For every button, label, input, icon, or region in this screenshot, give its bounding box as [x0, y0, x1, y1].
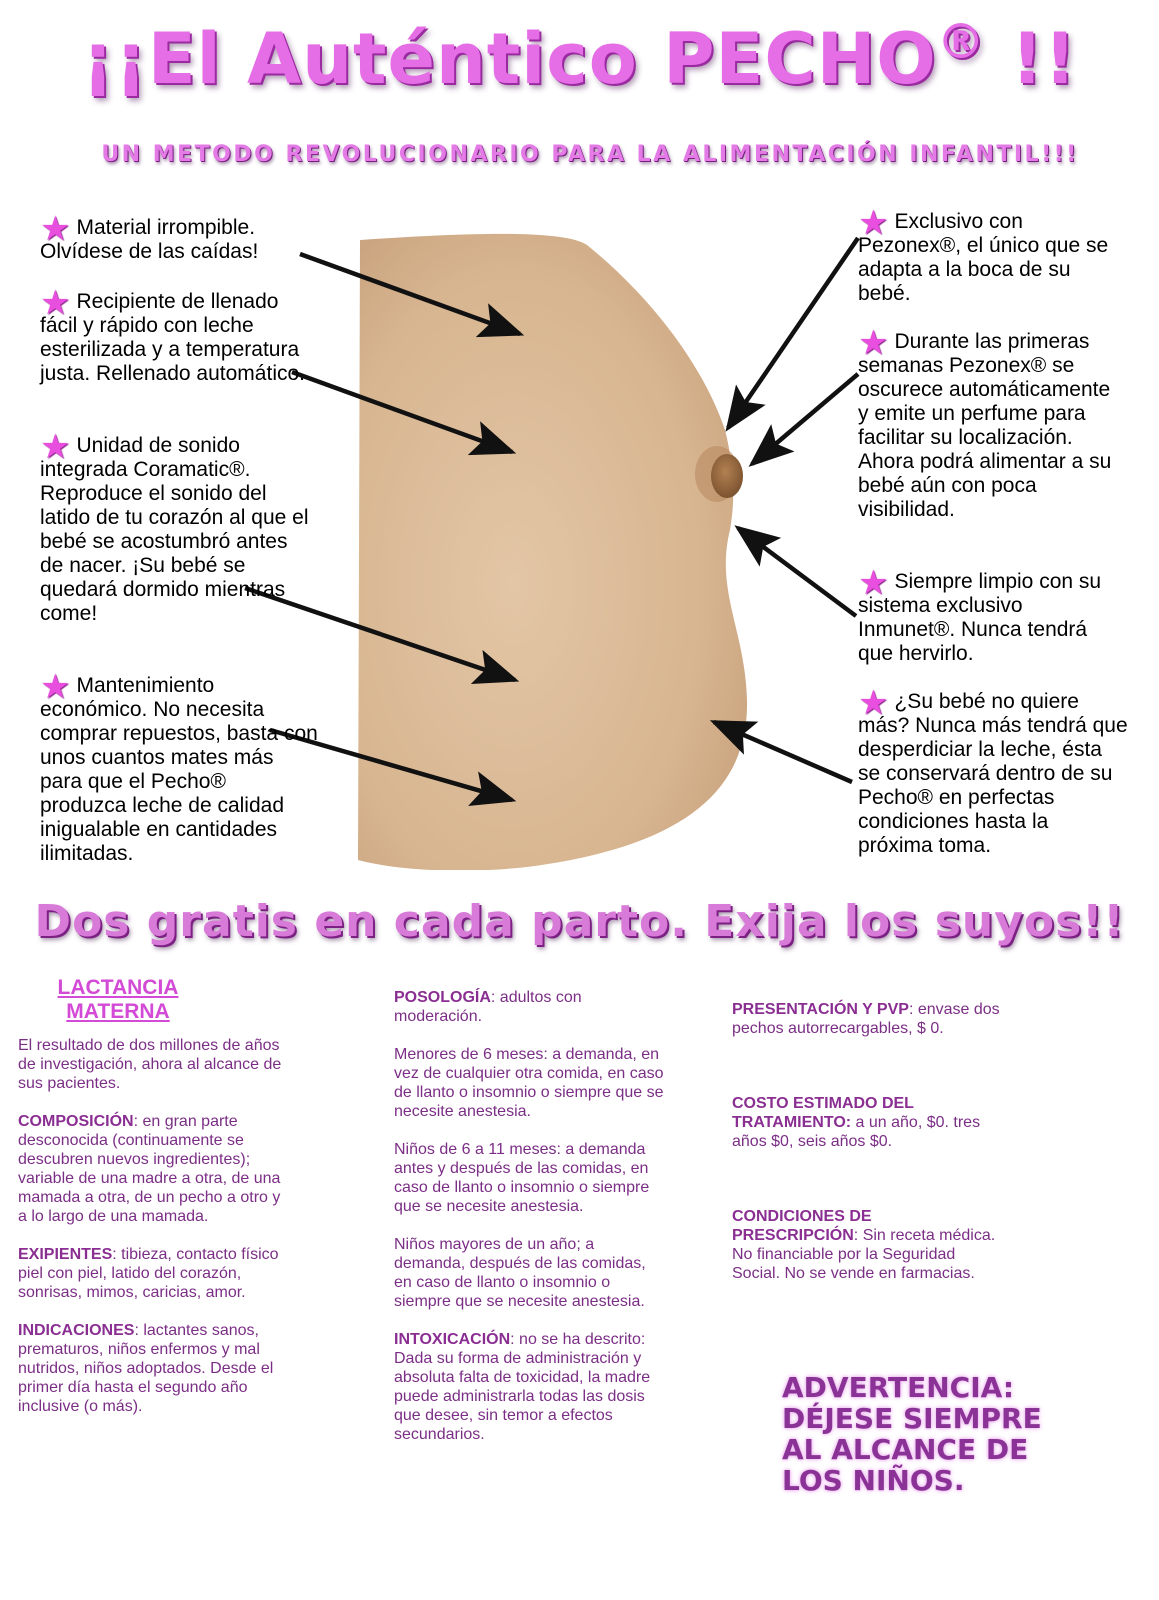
presentacion: PRESENTACIÓN Y PVP: envase dos pechos au…	[732, 1001, 1000, 1037]
feature-mantenimiento: ★Mantenimiento económico. No necesita co…	[40, 668, 318, 865]
condiciones: CONDICIONES DE PRESCRIPCIÓN: Sin receta …	[732, 1208, 996, 1282]
feature-no-quiere: ★¿Su bebé no quiere más? Nunca más tendr…	[858, 684, 1128, 857]
feature-oscurece: ★Durante las primeras semanas Pezonex® s…	[858, 324, 1112, 521]
feature-pezonex: ★Exclusivo con Pezonex®, el único que se…	[858, 204, 1109, 305]
arrow-icon	[748, 372, 860, 467]
column-2: POSOLOGÍA: adultos con moderación. Menor…	[394, 988, 664, 1463]
breast-shape	[358, 233, 748, 870]
exipientes: EXIPIENTES: tibieza, contacto físico pie…	[18, 1246, 279, 1301]
indicaciones: INDICACIONES: lactantes sanos, prematuro…	[18, 1322, 274, 1415]
posologia-menores: Menores de 6 meses: a demanda, en vez de…	[394, 1046, 664, 1120]
posologia-6-11: Niños de 6 a 11 meses: a demanda antes y…	[394, 1141, 650, 1215]
registered-mark: ®	[936, 14, 986, 70]
intoxicacion: INTOXICACIÓN: no se ha descrito: Dada su…	[394, 1331, 651, 1443]
title-text: ¡¡El Auténtico PECHO	[81, 18, 937, 100]
arrow-icon	[291, 369, 517, 456]
column-1: LACTANCIA MATERNA El resultado de dos mi…	[18, 976, 288, 1435]
arrow-icon	[299, 251, 525, 338]
lactancia-heading: LACTANCIA MATERNA	[57, 976, 179, 1023]
subtitle: UN METODO REVOLUCIONARIO PARA LA ALIMENT…	[101, 142, 1079, 167]
feature-sonido: ★Unidad de sonido integrada Coramatic®. …	[40, 428, 309, 625]
title-end: !!	[985, 18, 1078, 100]
posologia-mayores: Niños mayores de un año; a demanda, desp…	[394, 1236, 646, 1310]
costo: COSTO ESTIMADO DEL TRATAMIENTO: a un año…	[732, 1095, 981, 1150]
composicion: COMPOSICIÓN: en gran parte desconocida (…	[18, 1113, 281, 1225]
arrow-icon	[725, 236, 860, 432]
column-3: PRESENTACIÓN Y PVP: envase dos pechos au…	[732, 1000, 1002, 1302]
arrow-icon	[709, 719, 853, 785]
intro-text: El resultado de dos millones de años de …	[18, 1037, 282, 1092]
posologia: POSOLOGÍA: adultos con moderación.	[394, 989, 582, 1025]
slogan: Dos gratis en cada parto. Exija los suyo…	[34, 896, 1125, 947]
warning-text: ADVERTENCIA: DÉJESE SIEMPRE AL ALCANCE D…	[782, 1371, 1042, 1497]
breast-illustration	[358, 233, 748, 870]
nipple	[711, 454, 743, 498]
arrow-icon	[734, 525, 858, 618]
feature-limpio: ★Siempre limpio con su sistema exclusivo…	[858, 564, 1102, 665]
page-title: ¡¡El Auténtico PECHO® !!	[0, 14, 1159, 100]
feature-material: ★Material irrompible. Olvídese de las ca…	[40, 210, 259, 263]
feature-recipiente: ★Recipiente de llenado fácil y rápido co…	[40, 284, 305, 385]
arrow-icon	[269, 727, 517, 807]
arrow-icon	[244, 585, 520, 684]
